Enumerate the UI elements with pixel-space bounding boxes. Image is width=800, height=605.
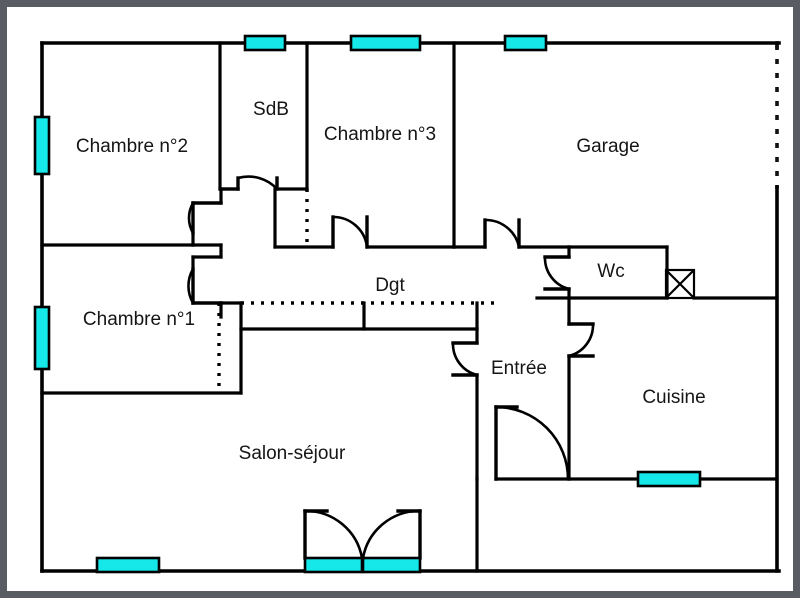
technical-box-outline [664, 268, 696, 300]
floor-plan-drawing: Chambre n°2 SdB Chambre n°3 Garage Wc Dg… [33, 34, 781, 574]
window-french-door-left [303, 556, 364, 574]
door-arc-chambre1[interactable] [187, 268, 195, 304]
french-door-arc-right[interactable] [361, 509, 421, 559]
door-arc-cuisine[interactable] [568, 323, 595, 358]
window-garage-top [503, 34, 548, 52]
room-label-entree: Entrée [491, 358, 547, 379]
door-arc-garage[interactable] [484, 218, 521, 248]
window-salon-bottom [95, 556, 161, 574]
window-cuisine-bottom [636, 470, 702, 488]
door-arc-entree-side[interactable] [451, 342, 478, 377]
technical-box [664, 268, 696, 300]
door-arc-wc[interactable] [543, 256, 570, 291]
room-label-salon: Salon-séjour [239, 443, 346, 464]
exterior-walls [40, 41, 781, 573]
room-label-sdb: SdB [253, 99, 289, 120]
door-arc-chambre2[interactable] [187, 202, 195, 234]
windows [33, 34, 702, 574]
window-chambre2-left [33, 115, 51, 176]
door-arc-chambre3[interactable] [332, 215, 369, 248]
door-arc-sdb[interactable] [237, 175, 278, 190]
room-label-wc: Wc [597, 261, 624, 282]
room-labels: Chambre n°2 SdB Chambre n°3 Garage Wc Dg… [76, 99, 706, 464]
room-label-garage: Garage [576, 136, 639, 157]
french-door-arc-left[interactable] [304, 509, 364, 559]
room-label-chambre2: Chambre n°2 [76, 136, 188, 157]
room-label-dgt: Dgt [375, 275, 405, 296]
window-sdb-top [243, 34, 287, 52]
door-arc-salon-entree[interactable] [495, 405, 570, 480]
room-label-chambre3: Chambre n°3 [324, 124, 436, 145]
window-chambre1-left [33, 305, 51, 371]
room-label-cuisine: Cuisine [642, 387, 705, 408]
technical-box-cross [665, 269, 695, 299]
window-chambre3-top [349, 34, 422, 52]
room-label-chambre1: Chambre n°1 [83, 309, 195, 330]
window-french-door-right [361, 556, 422, 574]
interior-walls [40, 41, 779, 573]
